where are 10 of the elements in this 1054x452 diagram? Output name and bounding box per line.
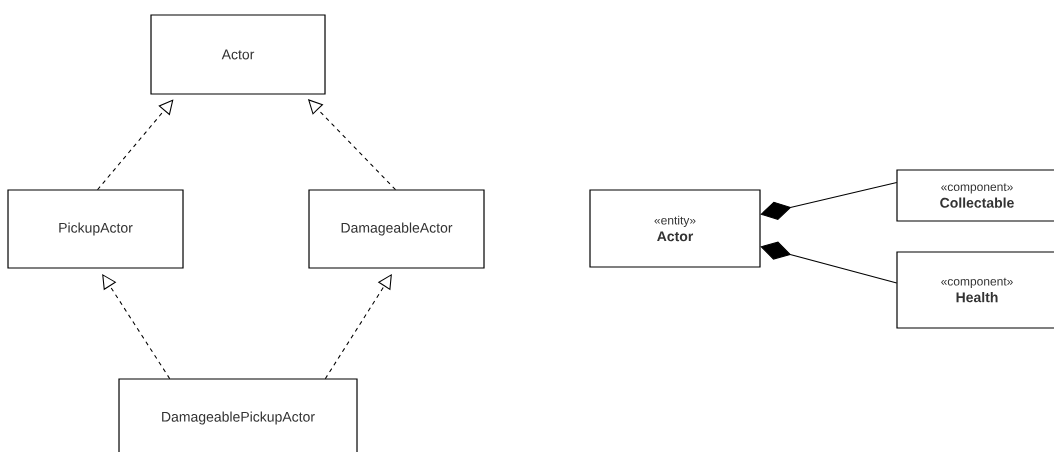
class-box: DamageablePickupActor (118, 378, 358, 452)
class-box: «entity» Actor (589, 189, 761, 268)
composition-line (760, 181, 898, 220)
class-box: Actor (150, 14, 326, 95)
class-box: PickupActor (7, 189, 184, 269)
class-box: «component» Collectable (896, 169, 1054, 222)
composition-line (760, 241, 898, 284)
class-box: DamageableActor (308, 189, 485, 269)
realization-arrow (96, 99, 174, 191)
class-box: «component» Health (896, 251, 1054, 329)
